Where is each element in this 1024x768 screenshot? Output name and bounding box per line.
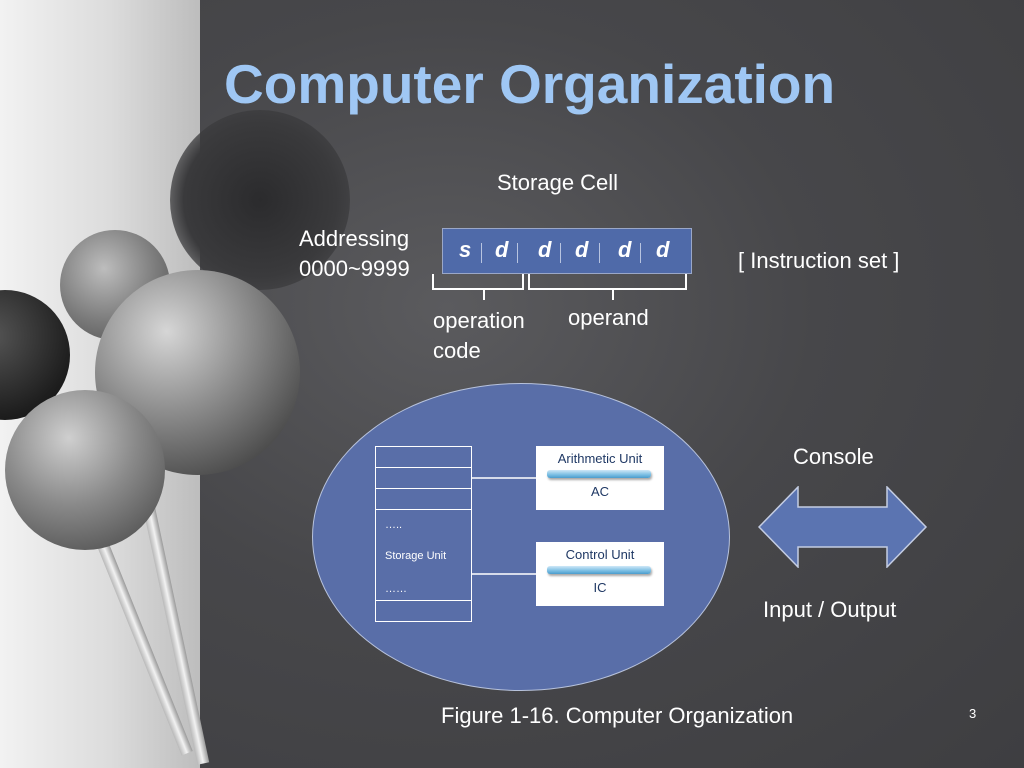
decorative-ball-shadow bbox=[170, 110, 350, 290]
control-unit-label: Control Unit bbox=[565, 547, 635, 562]
figure-caption: Figure 1-16. Computer Organization bbox=[441, 703, 794, 728]
arithmetic-unit-box: Arithmetic Unit AC bbox=[536, 446, 664, 510]
cell-separator bbox=[640, 243, 641, 263]
slide-title: Computer Organization bbox=[224, 53, 836, 115]
storage-dots-bottom: …… bbox=[385, 583, 407, 595]
cell-digit: d bbox=[575, 237, 589, 262]
double-arrow-icon bbox=[758, 486, 928, 568]
console-label: Console bbox=[793, 444, 874, 469]
input-output-label: Input / Output bbox=[763, 597, 897, 622]
ac-register-label: AC bbox=[590, 484, 610, 499]
ic-register-label: IC bbox=[593, 580, 607, 595]
cell-digit: d bbox=[618, 237, 632, 262]
operation-code-line1: operation bbox=[433, 308, 525, 333]
addressing-line1: Addressing bbox=[299, 226, 410, 251]
cell-separator bbox=[517, 243, 518, 263]
storage-row bbox=[375, 467, 472, 489]
storage-unit-label: Storage Unit bbox=[385, 550, 447, 562]
storage-row bbox=[375, 600, 472, 622]
cell-digit: d bbox=[656, 237, 670, 262]
decorative-ball bbox=[5, 390, 165, 550]
page-number: 3 bbox=[969, 706, 977, 721]
addressing-line2: 0000~9999 bbox=[299, 256, 410, 281]
storage-row bbox=[375, 488, 472, 510]
instruction-set-label: [ Instruction set ] bbox=[738, 248, 900, 273]
cell-separator bbox=[599, 243, 600, 263]
cell-separator bbox=[560, 243, 561, 263]
cell-separator bbox=[481, 243, 482, 263]
operation-code-label: operation code bbox=[433, 306, 525, 366]
cell-digit: d bbox=[495, 237, 509, 262]
operation-code-line2: code bbox=[433, 338, 481, 363]
storage-dots-top: ….. bbox=[385, 519, 403, 531]
cell-digit-sign: s bbox=[459, 237, 472, 262]
operand-label: operand bbox=[568, 305, 649, 330]
cell-digit: d bbox=[538, 237, 552, 262]
control-unit-box: Control Unit IC bbox=[536, 542, 664, 606]
storage-row bbox=[375, 446, 472, 468]
storage-cell-box: s d d d d d bbox=[442, 228, 692, 274]
addressing-label: Addressing 0000~9999 bbox=[299, 224, 410, 284]
storage-cell-label: Storage Cell bbox=[497, 170, 619, 195]
control-unit-bar bbox=[547, 566, 651, 574]
arithmetic-unit-bar bbox=[547, 470, 651, 478]
arithmetic-unit-label: Arithmetic Unit bbox=[557, 451, 643, 466]
